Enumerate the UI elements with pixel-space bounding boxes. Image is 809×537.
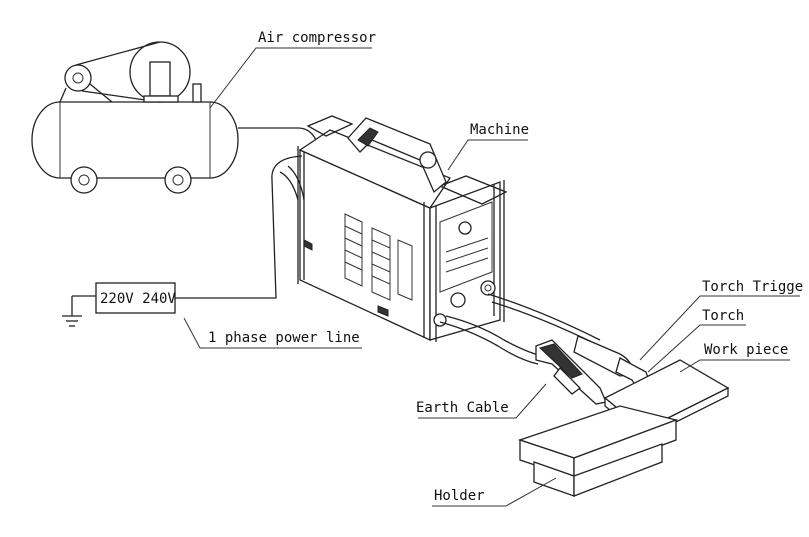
label-torch: Torch (702, 308, 744, 324)
label-air-compressor: Air compressor (258, 30, 376, 46)
label-machine: Machine (470, 122, 529, 138)
air-compressor (31, 41, 317, 194)
leader-lines (183, 47, 800, 507)
label-voltage: 220V 240V (100, 291, 176, 307)
label-torch-trigger: Torch Trigge (702, 279, 803, 295)
holder (517, 405, 679, 497)
ground-symbol (62, 295, 96, 327)
earth-clamp (439, 315, 607, 405)
side-vents (344, 213, 413, 301)
label-holder: Holder (434, 488, 485, 504)
label-earth-cable: Earth Cable (416, 400, 509, 416)
voltage-box (95, 282, 176, 314)
label-work-piece: Work piece (704, 342, 788, 358)
power-cable (175, 155, 303, 299)
label-power-line: 1 phase power line (208, 330, 360, 346)
machine (297, 115, 508, 342)
